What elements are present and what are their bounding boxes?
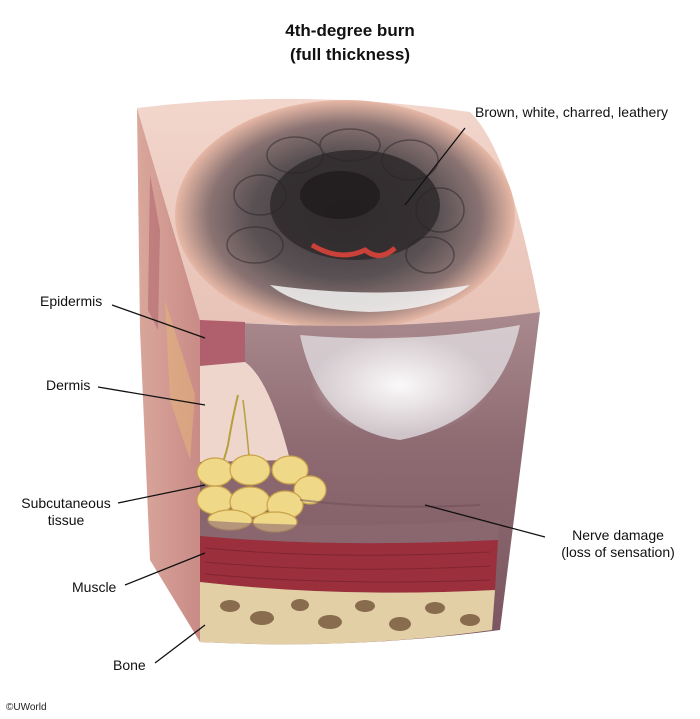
leader-subcutaneous xyxy=(117,484,206,504)
label-bone: Bone xyxy=(113,657,146,673)
label-subcutaneous-line1: Subcutaneous xyxy=(21,495,111,511)
label-subcutaneous: Subcutaneous tissue xyxy=(16,495,116,529)
diagram-title: 4th-degree burn xyxy=(285,21,415,40)
label-nerve: Nerve damage (loss of sensation) xyxy=(548,527,688,561)
leader-dermis xyxy=(97,386,206,406)
copyright-credit: ©UWorld xyxy=(6,702,47,713)
bone-layer xyxy=(200,582,495,645)
leader-epidermis xyxy=(111,304,206,339)
label-dermis: Dermis xyxy=(46,377,91,393)
leader-muscle xyxy=(124,552,206,586)
leader-surface xyxy=(404,127,466,206)
label-muscle: Muscle xyxy=(72,579,117,595)
epidermis-layer xyxy=(200,320,245,366)
diagram-subtitle: (full thickness) xyxy=(290,45,410,64)
label-subcutaneous-line2: tissue xyxy=(47,512,85,528)
label-nerve-line2: (loss of sensation) xyxy=(561,544,675,560)
label-epidermis: Epidermis xyxy=(40,293,103,309)
label-surface: Brown, white, charred, leathery xyxy=(475,104,668,120)
muscle-layer xyxy=(200,536,498,593)
label-nerve-line1: Nerve damage xyxy=(572,527,664,543)
leader-nerve xyxy=(424,504,546,538)
leader-bone xyxy=(154,624,206,664)
